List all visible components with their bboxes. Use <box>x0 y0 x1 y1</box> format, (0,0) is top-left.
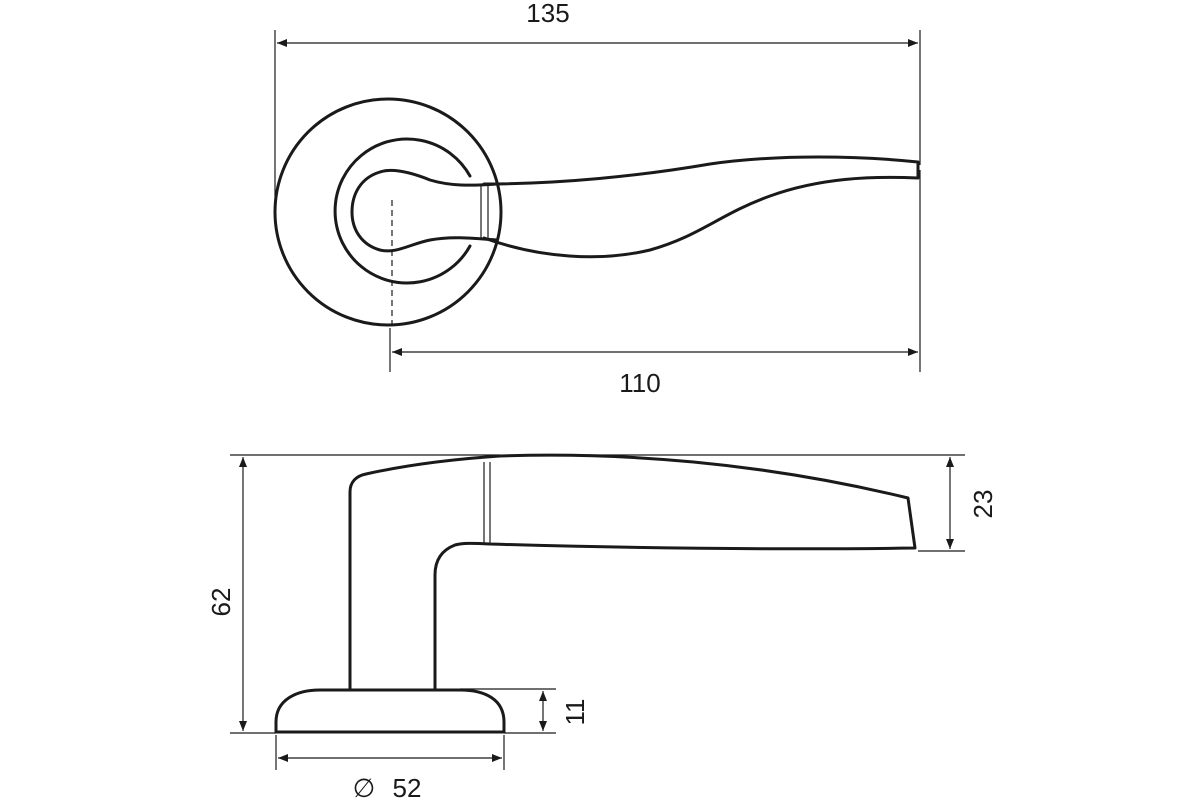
dimension-label-110: 110 <box>619 368 660 398</box>
dimension-135: 135 <box>274 0 921 210</box>
rosette-inner-ring <box>333 137 472 285</box>
side-view: 62 23 11 ∅ 52 <box>206 453 998 800</box>
dimension-label-23: 23 <box>968 490 998 519</box>
rosette-outer-circle <box>273 97 503 327</box>
dimension-11: 11 <box>460 688 590 734</box>
dimension-label-11: 11 <box>560 699 590 726</box>
dimension-label-135: 135 <box>526 0 569 28</box>
dimension-label-62: 62 <box>206 588 236 617</box>
lever-body-outline <box>482 155 920 259</box>
top-view: 135 110 <box>273 0 921 398</box>
diameter-symbol: ∅ <box>353 773 376 800</box>
dimension-52: ∅ 52 <box>275 735 505 800</box>
rosette-base-outline <box>274 688 506 734</box>
dimension-110: 110 <box>389 170 921 398</box>
dimension-label-52: 52 <box>393 773 422 800</box>
dimension-62: 62 <box>206 454 500 734</box>
dimension-23: 23 <box>560 454 998 552</box>
lever-neck-outline <box>350 168 499 253</box>
lever-side-outline <box>348 453 917 692</box>
